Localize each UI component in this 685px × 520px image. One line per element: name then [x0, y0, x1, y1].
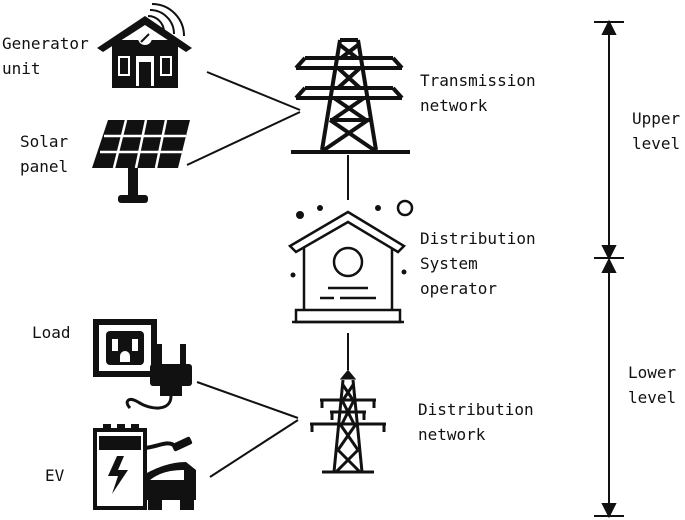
power-outlet-plug-icon [93, 319, 192, 410]
label-lower-level: Lower level [628, 363, 677, 407]
label-solar-panel: Solar panel [20, 132, 69, 176]
transmission-tower-icon [291, 38, 410, 154]
house-with-signal-icon [97, 3, 192, 88]
upper-level-bracket [594, 19, 624, 261]
label-distribution-network: Distribution network [418, 400, 534, 444]
ev-charger-car-icon [93, 424, 196, 510]
connector-solar-transmission [186, 111, 301, 166]
label-generator-unit: Generator unit [2, 34, 89, 78]
lower-level-bracket [594, 257, 624, 519]
label-ev: EV [45, 466, 65, 485]
distribution-tower-icon [310, 369, 386, 474]
label-load: Load [32, 323, 71, 342]
connector-ev-distribution [209, 419, 299, 478]
solar-panel-icon [92, 119, 190, 203]
label-distribution-system-operator: Distribution System operator [420, 229, 536, 298]
operator-building-icon [287, 199, 414, 324]
label-transmission-network: Transmission network [420, 71, 536, 115]
connector-generator-transmission [206, 71, 301, 111]
label-upper-level: Upper level [632, 109, 681, 153]
connector-load-distribution [196, 381, 299, 419]
